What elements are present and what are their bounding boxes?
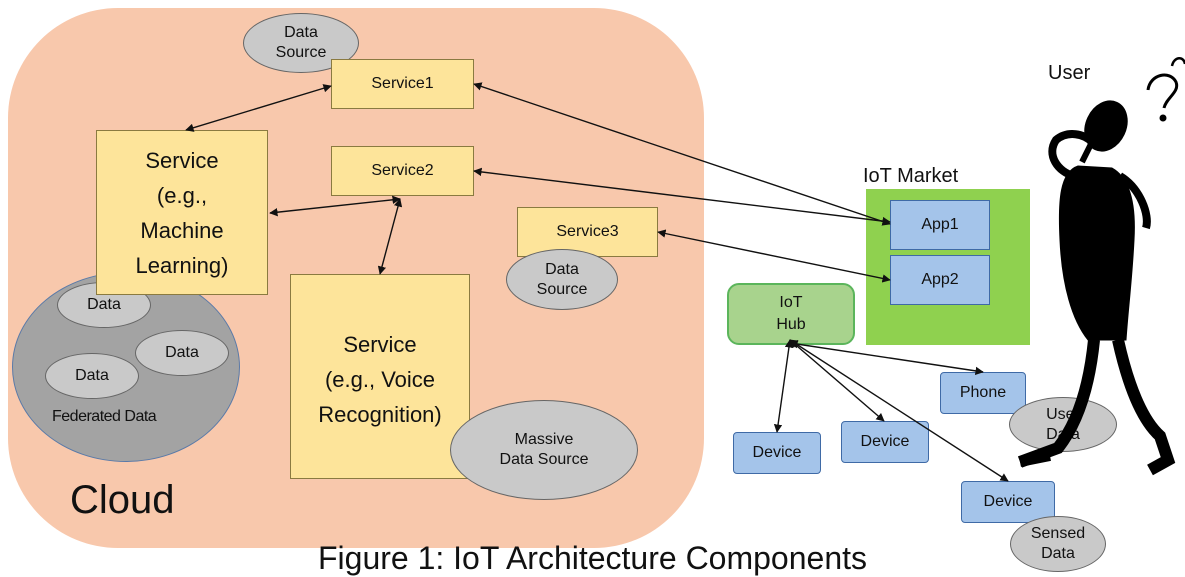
device-box: Device <box>961 481 1055 523</box>
data-source-service3: Data Source <box>506 249 618 310</box>
federated-data-item: Data <box>45 353 139 399</box>
cloud-label: Cloud <box>70 478 175 522</box>
arrow-service2-voice <box>377 198 403 275</box>
arrow-hub-phone <box>789 339 984 376</box>
arrow-hub-device2 <box>789 339 885 422</box>
figure-caption: Figure 1: IoT Architecture Components <box>317 540 867 576</box>
user-label: User <box>1048 62 1091 84</box>
arrow-hub-device3 <box>789 339 1009 482</box>
federated-data-item: Data <box>135 330 229 376</box>
arrow-service2-app1 <box>473 167 891 226</box>
app2-box: App2 <box>890 255 990 305</box>
sensed-data-ellipse: Sensed Data <box>1010 516 1106 572</box>
service1-box: Service1 <box>331 59 474 109</box>
service2-box: Service2 <box>331 146 474 196</box>
arrow-service1-app1 <box>473 82 891 226</box>
user-silhouette-icon <box>1017 57 1185 476</box>
arrow-hub-device1 <box>773 339 794 433</box>
arrow-service3-app2 <box>657 229 891 283</box>
federated-data-label: Federated Data <box>52 408 157 425</box>
app1-box: App1 <box>890 200 990 250</box>
massive-data-source: Massive Data Source <box>450 400 638 500</box>
iot-hub-box: IoT Hub <box>727 283 855 345</box>
service-machine-learning-box: Service (e.g., Machine Learning) <box>96 130 268 295</box>
arrow-service2-ml <box>269 195 401 217</box>
service-voice-recognition-box: Service (e.g., Voice Recognition) <box>290 274 470 479</box>
arrow-service1-ml <box>185 84 332 132</box>
